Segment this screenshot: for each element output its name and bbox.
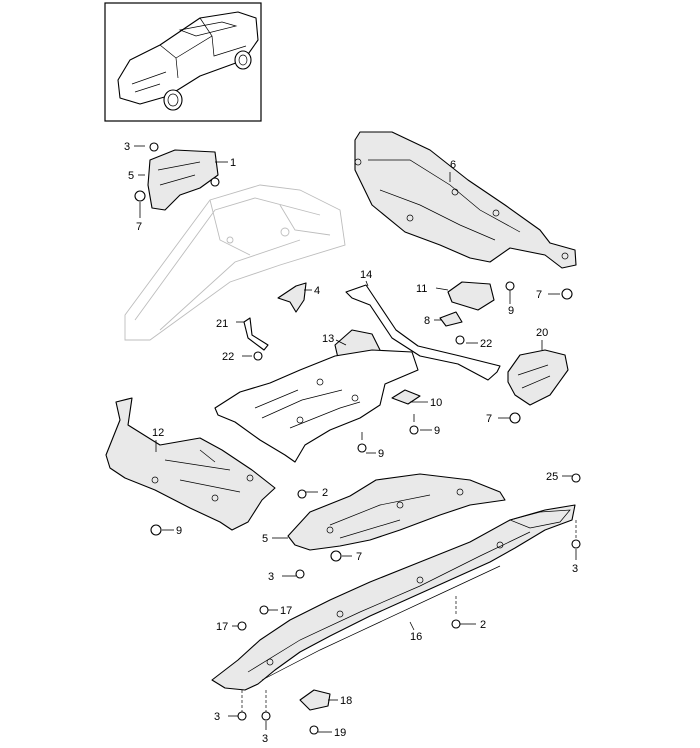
callout-5: 5	[128, 170, 134, 182]
bolt-icon	[357, 443, 367, 453]
callout-17: 17	[280, 605, 292, 617]
shield-part-5	[134, 142, 220, 211]
bolt-icon	[150, 524, 162, 536]
screw-icon	[297, 489, 307, 499]
callout-3: 3	[262, 733, 268, 745]
bracket-part-11	[447, 281, 515, 311]
callout-7: 7	[486, 413, 492, 425]
callout-7: 7	[136, 221, 142, 233]
callout-5: 5	[262, 533, 268, 545]
callout-2: 2	[322, 487, 328, 499]
callout-10: 10	[430, 397, 442, 409]
center-shield-part-13	[214, 329, 419, 463]
callout-19: 19	[334, 727, 346, 739]
callout-21: 21	[216, 318, 228, 330]
nut-icon	[253, 351, 263, 361]
screw-icon	[237, 621, 247, 631]
callout-9: 9	[508, 305, 514, 317]
bracket-part-8	[439, 311, 465, 345]
bracket-part-20	[507, 349, 569, 424]
callout-3: 3	[214, 711, 220, 723]
nut-icon	[561, 288, 573, 300]
callout-12: 12	[152, 427, 164, 439]
callout-18: 18	[340, 695, 352, 707]
screw-icon	[237, 711, 247, 721]
rear-heat-shield-part-6	[354, 131, 577, 269]
bolt-icon	[409, 425, 419, 435]
screw-icon	[149, 142, 159, 152]
callout-4: 4	[314, 285, 320, 297]
nut-icon	[134, 190, 146, 202]
vehicle-thumbnail	[104, 2, 262, 122]
callout-labels: 3 1 5 7 6 4 14 11 9 7 21 8 13 20 22 22 1…	[124, 141, 578, 745]
callout-9: 9	[176, 525, 182, 537]
hanger-part-21	[243, 317, 269, 361]
bolt-icon	[505, 281, 515, 291]
bracket-part-4	[277, 282, 307, 313]
callout-17: 17	[216, 621, 228, 633]
callout-22: 22	[222, 351, 234, 363]
callout-8: 8	[424, 315, 430, 327]
screw-icon	[259, 605, 269, 615]
suv-icon	[117, 11, 259, 111]
nut-icon	[509, 412, 521, 424]
callout-16: 16	[410, 631, 422, 643]
screw-icon	[261, 711, 271, 721]
callout-3: 3	[124, 141, 130, 153]
screw-icon	[295, 569, 305, 579]
callout-25: 25	[546, 471, 558, 483]
callout-7: 7	[356, 551, 362, 563]
screw-icon	[451, 619, 461, 629]
callout-2: 2	[480, 619, 486, 631]
callout-9: 9	[378, 448, 384, 460]
side-panel-part-16	[211, 504, 576, 691]
left-shield-part-12	[105, 397, 276, 536]
callout-3: 3	[268, 571, 274, 583]
plate-part-10	[391, 389, 421, 405]
callout-14: 14	[360, 269, 372, 281]
callout-22: 22	[480, 338, 492, 350]
callout-1: 1	[230, 157, 236, 169]
bolt-icon	[309, 725, 319, 735]
strut-part-14	[345, 284, 501, 381]
callout-20: 20	[536, 327, 548, 339]
body-floor-outline	[124, 184, 346, 341]
callout-3: 3	[572, 563, 578, 575]
callout-7: 7	[536, 289, 542, 301]
clip-part-18	[299, 689, 331, 735]
clip-icon	[571, 473, 581, 483]
callout-11: 11	[416, 283, 427, 295]
callout-6: 6	[450, 159, 456, 171]
screw-icon	[571, 539, 581, 549]
callout-13: 13	[322, 333, 334, 345]
nut-icon	[330, 550, 342, 562]
shield-part-5-lower	[287, 473, 506, 579]
callout-9: 9	[434, 425, 440, 437]
nut-icon	[210, 177, 220, 187]
bolt-icon	[455, 335, 465, 345]
bolt-set	[357, 414, 419, 453]
